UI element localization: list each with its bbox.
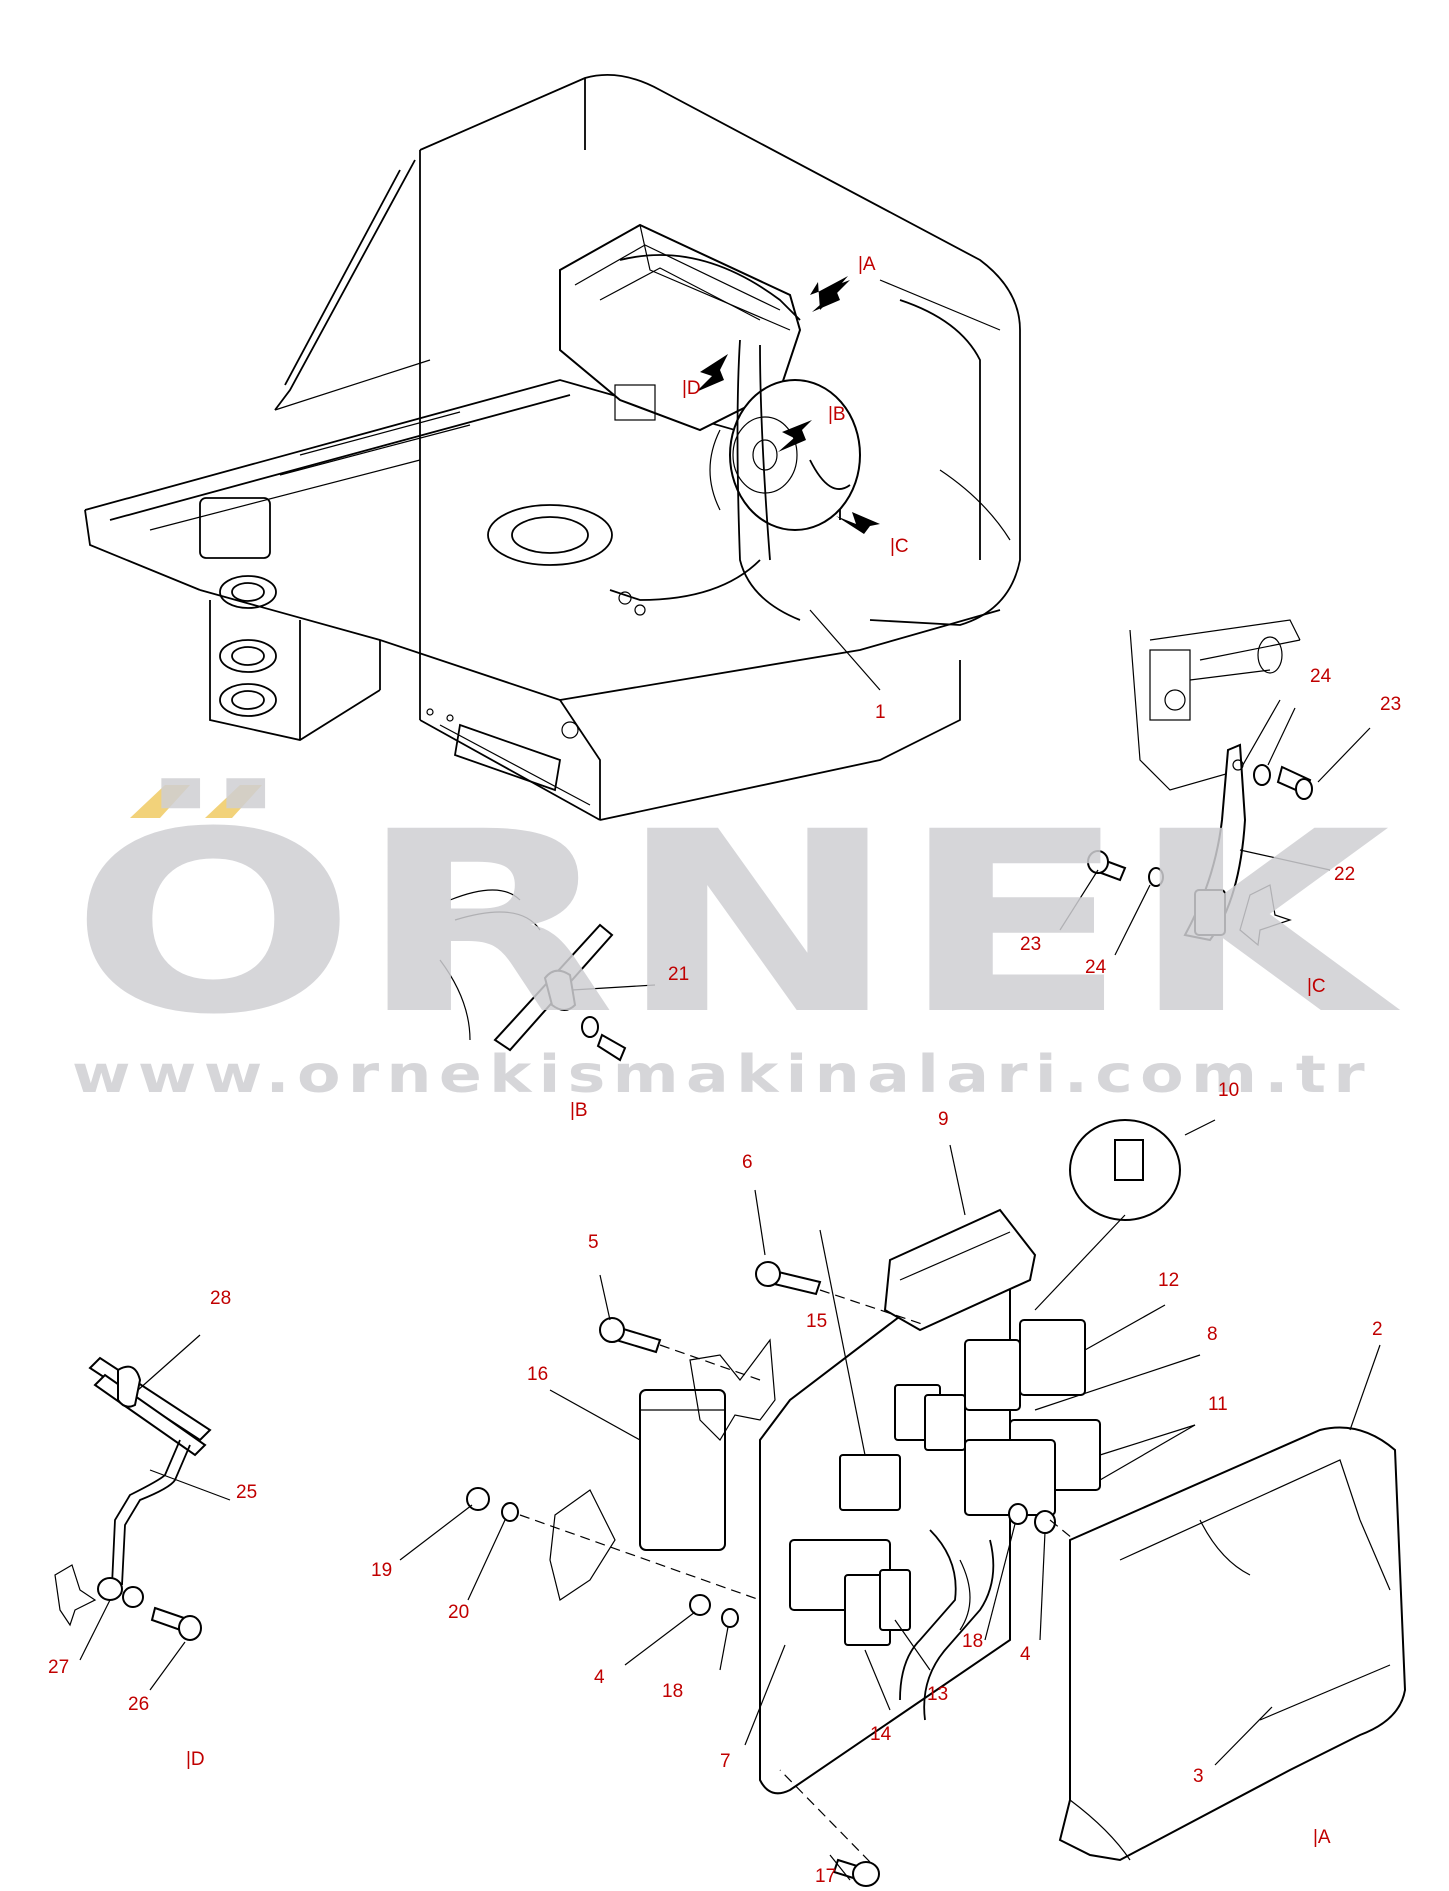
- section-label-c-detail: |C: [1307, 976, 1326, 997]
- machine-frame-illustration: [84, 73, 1021, 821]
- callout-15: 15: [806, 1311, 827, 1332]
- callout-13: 13: [927, 1684, 948, 1705]
- callout-22: 22: [1334, 864, 1355, 885]
- callout-23-bottom: 23: [1020, 934, 1041, 955]
- detail-c-ground-strap: [1059, 619, 1371, 956]
- callout-27: 27: [48, 1657, 69, 1678]
- callout-9: 9: [938, 1109, 949, 1130]
- section-label-a-main: |A: [858, 254, 876, 275]
- section-label-c-main: |C: [890, 536, 909, 557]
- watermark-url: www.ornekismakinalari.com.tr: [72, 1045, 1372, 1105]
- callout-16: 16: [527, 1364, 548, 1385]
- detail-d-pipe-clip: [54, 1334, 231, 1691]
- callout-24-bottom: 24: [1085, 957, 1107, 978]
- callout-20: 20: [448, 1602, 469, 1623]
- callout-18-right: 18: [962, 1631, 983, 1652]
- callout-4-right: 4: [1020, 1644, 1031, 1665]
- section-label-b-main: |B: [828, 404, 846, 425]
- callout-17: 17: [815, 1866, 836, 1887]
- callout-4-left: 4: [594, 1667, 605, 1688]
- callout-10: 10: [1218, 1080, 1239, 1101]
- section-label-b-detail: |B: [570, 1100, 588, 1121]
- callout-1: 1: [875, 702, 886, 723]
- callout-6: 6: [742, 1152, 753, 1173]
- callout-19: 19: [371, 1560, 392, 1581]
- section-label-d-main: |D: [682, 378, 701, 399]
- callout-11: 11: [1208, 1394, 1228, 1415]
- detail-b-clip: [439, 889, 656, 1062]
- callout-12: 12: [1158, 1270, 1179, 1291]
- callout-23-top: 23: [1380, 694, 1401, 715]
- watermark-accent-mark: [130, 785, 190, 818]
- callout-28: 28: [210, 1288, 231, 1309]
- callout-21: 21: [668, 964, 689, 985]
- callout-26: 26: [128, 1694, 149, 1715]
- callout-7: 7: [720, 1751, 731, 1772]
- watermark-accent-mark: [205, 785, 262, 818]
- section-label-a-detail: |A: [1313, 1827, 1331, 1848]
- callout-5: 5: [588, 1232, 599, 1253]
- callout-24-top: 24: [1310, 666, 1332, 687]
- callout-2: 2: [1372, 1319, 1383, 1340]
- callout-25: 25: [236, 1482, 257, 1503]
- detail-a-fuse-relay-box: [399, 1119, 1407, 1887]
- callout-14: 14: [870, 1724, 892, 1745]
- brand-watermark: ÖRNEK www.ornekismakinalari.com.tr: [70, 778, 1401, 1105]
- section-label-d-detail: |D: [186, 1749, 205, 1770]
- callout-3: 3: [1193, 1766, 1204, 1787]
- callout-8: 8: [1207, 1324, 1218, 1345]
- callout-18-left: 18: [662, 1681, 683, 1702]
- watermark-brand: ÖRNEK: [70, 778, 1401, 1069]
